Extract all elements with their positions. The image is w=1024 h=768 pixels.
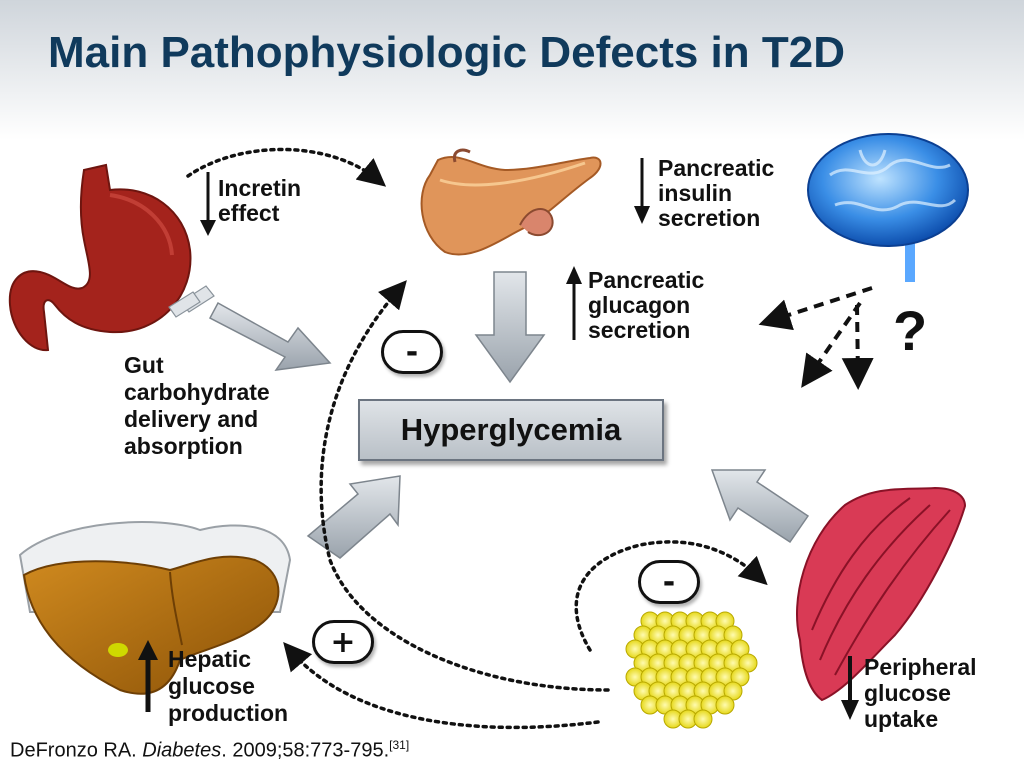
adipose-tissue-illustration — [625, 611, 758, 729]
citation-ref: [31] — [389, 738, 410, 752]
incretin-down-arrow — [200, 172, 216, 236]
peripheral-uptake-label: Peripheral glucose uptake — [864, 654, 977, 732]
label-line: Hepatic — [168, 646, 252, 672]
label-line: secretion — [588, 317, 691, 343]
stomach-illustration — [8, 163, 192, 352]
citation-journal: Diabetes — [142, 739, 222, 762]
label-line: carbohydrate — [124, 379, 270, 405]
label-line: glucose — [864, 680, 951, 706]
hyperglycemia-box: Hyperglycemia — [358, 399, 664, 461]
gut-absorption-label: Gut carbohydrate delivery and absorption — [124, 352, 270, 460]
label-line: uptake — [864, 706, 939, 732]
label-line: insulin — [658, 180, 733, 206]
glucagon-up-arrow — [566, 266, 582, 340]
insulin-secretion-label: Pancreatic insulin secretion — [658, 156, 774, 231]
label-line: glucose — [168, 673, 255, 699]
label-line: absorption — [124, 433, 243, 459]
hepatic-glucose-label: Hepatic glucose production — [168, 646, 288, 727]
plus-badge: + — [312, 620, 374, 664]
label-line: effect — [218, 200, 280, 226]
muscle-illustration — [796, 486, 967, 702]
label-line: Pancreatic — [658, 155, 775, 181]
insulin-down-arrow — [634, 158, 650, 224]
citation-details: . 2009;58:773-795. — [221, 739, 390, 762]
brain-effect-arrows — [758, 286, 874, 390]
question-mark: ? — [893, 299, 928, 362]
brain-illustration — [807, 133, 969, 282]
minus-badge-top: - — [381, 330, 443, 374]
label-line: Peripheral — [864, 654, 977, 680]
pancreas-to-hyperglycemia-arrow — [474, 271, 546, 384]
label-line: Pancreatic — [588, 267, 705, 293]
fat-cell — [715, 695, 735, 715]
label-line: Incretin — [218, 175, 302, 201]
label-line: delivery and — [124, 406, 259, 432]
muscle-to-hyperglycemia-arrow — [710, 469, 810, 544]
slide-title: Main Pathophysiologic Defects in T2D — [48, 28, 846, 77]
label-line: production — [168, 700, 289, 726]
label-line: glucagon — [588, 292, 691, 318]
peripheral-down-arrow — [841, 656, 859, 720]
citation-author: DeFronzo RA. — [10, 739, 137, 762]
label-line: secretion — [658, 205, 761, 231]
incretin-effect-label: Incretin effect — [218, 176, 301, 226]
glucagon-secretion-label: Pancreatic glucagon secretion — [588, 268, 704, 343]
fat-cell — [693, 709, 713, 729]
hyperglycemia-label: Hyperglycemia — [400, 412, 622, 447]
liver-to-hyperglycemia-arrow — [306, 475, 401, 559]
pancreas-illustration — [420, 148, 602, 256]
citation: DeFronzo RA. Diabetes. 2009;58:773-795.[… — [10, 738, 409, 763]
hepatic-up-arrow — [138, 640, 158, 712]
liver-illustration — [18, 521, 292, 695]
minus-badge-bottom: - — [638, 560, 700, 604]
feedback-arrows — [186, 147, 768, 730]
label-line: Gut — [124, 352, 164, 378]
gut-to-hyperglycemia-arrow — [168, 285, 332, 371]
